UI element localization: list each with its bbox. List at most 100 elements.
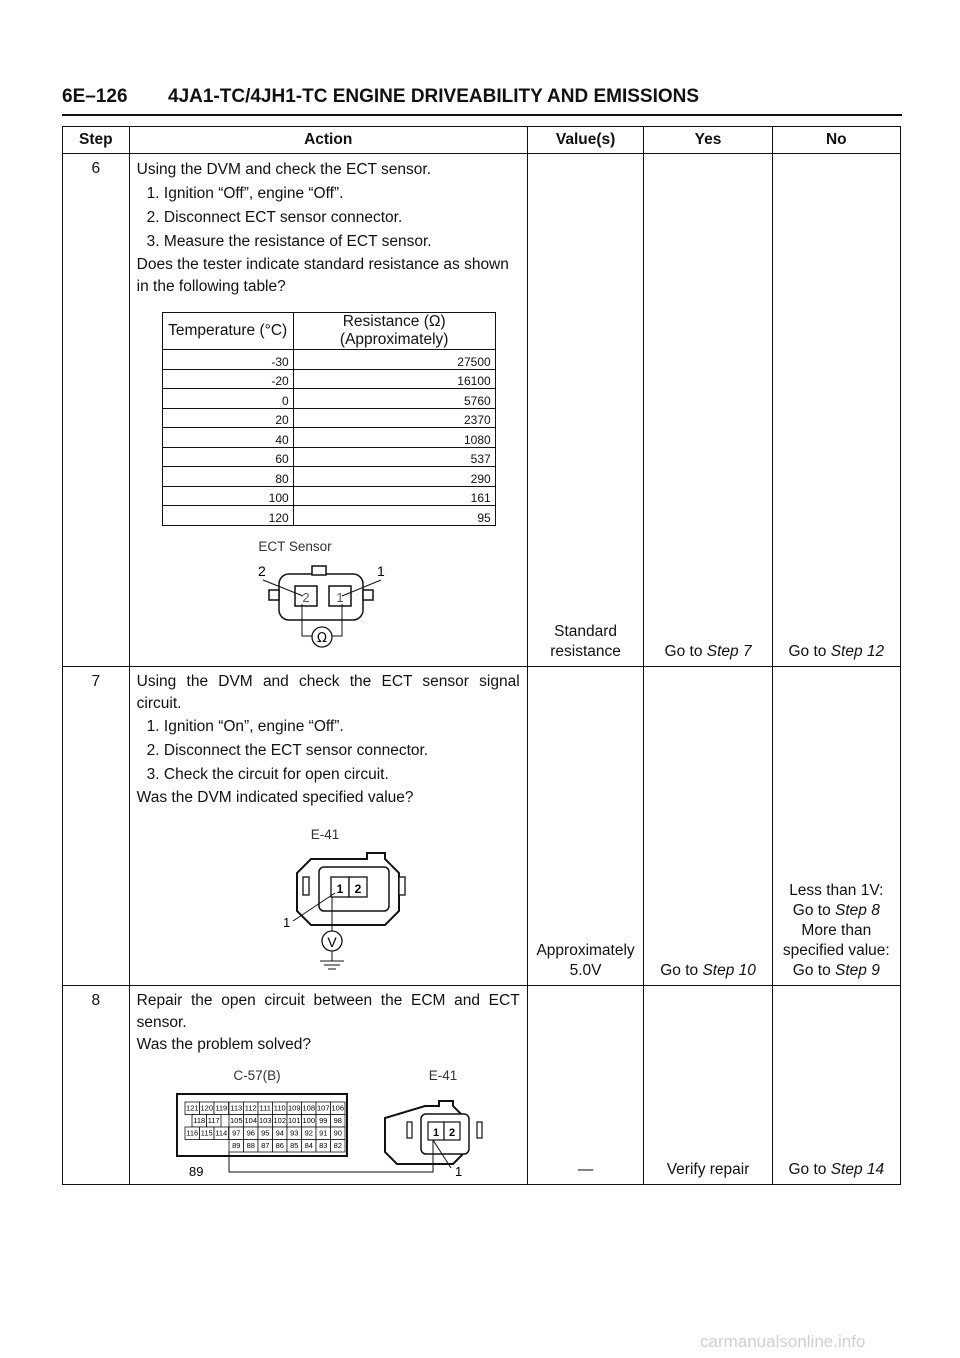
step-yes: Verify repair	[643, 984, 773, 1185]
action-question: Does the tester indicate standard resist…	[136, 256, 509, 295]
temperature-cell: 20	[161, 407, 294, 428]
leader-line	[262, 579, 303, 596]
pin-number: 101	[288, 1116, 301, 1125]
col-action: Action	[128, 126, 528, 154]
action-line: 2. Disconnect the ECT sensor connector.	[146, 741, 429, 759]
pin-number: 107	[317, 1103, 330, 1112]
resistance-cell: 27500	[292, 349, 496, 370]
pin-number: 94	[275, 1128, 283, 1137]
leader-line	[432, 1139, 452, 1168]
page-number: 6E–126	[62, 86, 128, 107]
col-values: Value(s)	[526, 126, 645, 154]
action-question: Was the DVM indicated specified value?	[136, 788, 414, 806]
pin-number: 96	[246, 1128, 254, 1137]
probe-wire	[331, 603, 343, 636]
temperature-cell: 0	[161, 388, 294, 409]
pin-number: 103	[259, 1116, 272, 1125]
action-question: Was the problem solved?	[136, 1035, 311, 1053]
table-row: 7 Using the DVM and check the ECT sensor…	[62, 665, 902, 986]
pin-cell	[213, 1126, 229, 1140]
resistance-cell: 16100	[292, 368, 496, 389]
col-yes: Yes	[643, 126, 773, 154]
diagnostic-table: Step Action Value(s) Yes No 6 Using the …	[62, 126, 902, 1185]
step-no: Go to Step 12	[771, 153, 902, 667]
resistance-cell: 95	[292, 505, 496, 526]
ect-sensor-diagram: ECT Sensor 2 1 2 1 Ω	[258, 539, 385, 648]
no-condition: Less than 1V:	[789, 881, 884, 899]
temperature-cell: -30	[161, 349, 294, 370]
no-action: Go to Step 9	[792, 961, 880, 979]
pin-number: 115	[200, 1128, 212, 1137]
pin-number: 109	[288, 1103, 301, 1112]
step-yes: Go to Step 10	[643, 665, 773, 986]
pin-number: 87	[261, 1141, 269, 1150]
pin-number: 104	[244, 1116, 257, 1125]
terminal	[348, 875, 368, 898]
resistance-cell: 161	[292, 485, 496, 506]
connector-tab	[476, 1120, 483, 1139]
pin-number: 97	[232, 1128, 240, 1137]
table-header-row: Step Action Value(s) Yes No	[62, 126, 902, 154]
action-line: Using the DVM and check the ECT sensor.	[136, 161, 432, 178]
pin-number: 98	[333, 1116, 341, 1125]
pin-number: 93	[290, 1128, 298, 1137]
terminal-number: 1	[433, 1127, 439, 1139]
temperature-cell: 60	[161, 446, 294, 467]
action-line: 3. Measure the resistance of ECT sensor.	[146, 233, 432, 250]
pin-number: 110	[273, 1103, 285, 1112]
footer-watermark: carmanualsonline.info	[700, 1332, 866, 1351]
no-condition: More than	[801, 921, 872, 939]
no-action: Go to Step 8	[792, 901, 880, 919]
pin-number: 106	[331, 1103, 344, 1112]
pin-number: 112	[244, 1103, 256, 1112]
pin-number: 84	[304, 1141, 312, 1150]
step-number: 6	[62, 153, 130, 667]
pin-number: 117	[207, 1116, 219, 1125]
no-condition: specified value:	[782, 941, 890, 959]
page-header: 6E–126 4JA1-TC/4JH1-TC ENGINE DRIVEABILI…	[62, 86, 902, 116]
pin-number: 89	[232, 1141, 240, 1150]
terminal-number: 2	[449, 1127, 455, 1139]
page-title: 4JA1-TC/4JH1-TC ENGINE DRIVEABILITY AND …	[168, 86, 700, 107]
connector-tab	[267, 588, 280, 601]
table-row: 6 Using the DVM and check the ECT sensor…	[62, 153, 902, 667]
diagram-label: E-41	[428, 1068, 457, 1083]
step-no: Go to Step 14	[771, 984, 902, 1185]
pin-number: 119	[215, 1103, 227, 1112]
pin-number: 86	[275, 1141, 283, 1150]
connector-tab	[302, 875, 310, 896]
leader-line	[341, 579, 381, 596]
pin-number: 113	[230, 1103, 242, 1112]
pin-number: 92	[304, 1128, 312, 1137]
pin-number: 121	[186, 1103, 199, 1112]
diagram-label: ECT Sensor	[258, 539, 332, 554]
temperature-cell: 120	[161, 505, 294, 526]
action-line: Using the DVM and check the ECT sensor s…	[136, 672, 520, 712]
ohmmeter-icon	[311, 625, 333, 648]
resistance-header: Resistance (Ω) (Approximately)	[292, 312, 496, 350]
pin-number: 118	[193, 1116, 205, 1125]
pin-number: 111	[259, 1103, 270, 1112]
pin-label: 2	[258, 563, 266, 579]
pin-number: 105	[230, 1116, 243, 1125]
temp-header: Temperature (°C)	[161, 312, 294, 350]
terminal-number: 2	[302, 590, 309, 605]
leader-line	[292, 892, 335, 921]
pin-cell	[329, 1138, 346, 1152]
connector-tab	[406, 1120, 413, 1139]
terminal	[327, 584, 352, 607]
terminal-number: 1	[336, 882, 343, 896]
terminal-number: 2	[354, 882, 361, 896]
resistance-cell: 290	[292, 466, 496, 487]
terminal	[443, 1120, 461, 1141]
step-action: Repair the open circuit between the ECM …	[128, 984, 528, 1185]
table-row: 8 Repair the open circuit between the EC…	[62, 984, 902, 1185]
resistance-cell: 1080	[292, 427, 496, 448]
step-number: 8	[62, 984, 130, 1185]
resistance-cell: 5760	[292, 388, 496, 409]
resistance-cell: 2370	[292, 407, 496, 428]
temperature-cell: -20	[161, 368, 294, 389]
